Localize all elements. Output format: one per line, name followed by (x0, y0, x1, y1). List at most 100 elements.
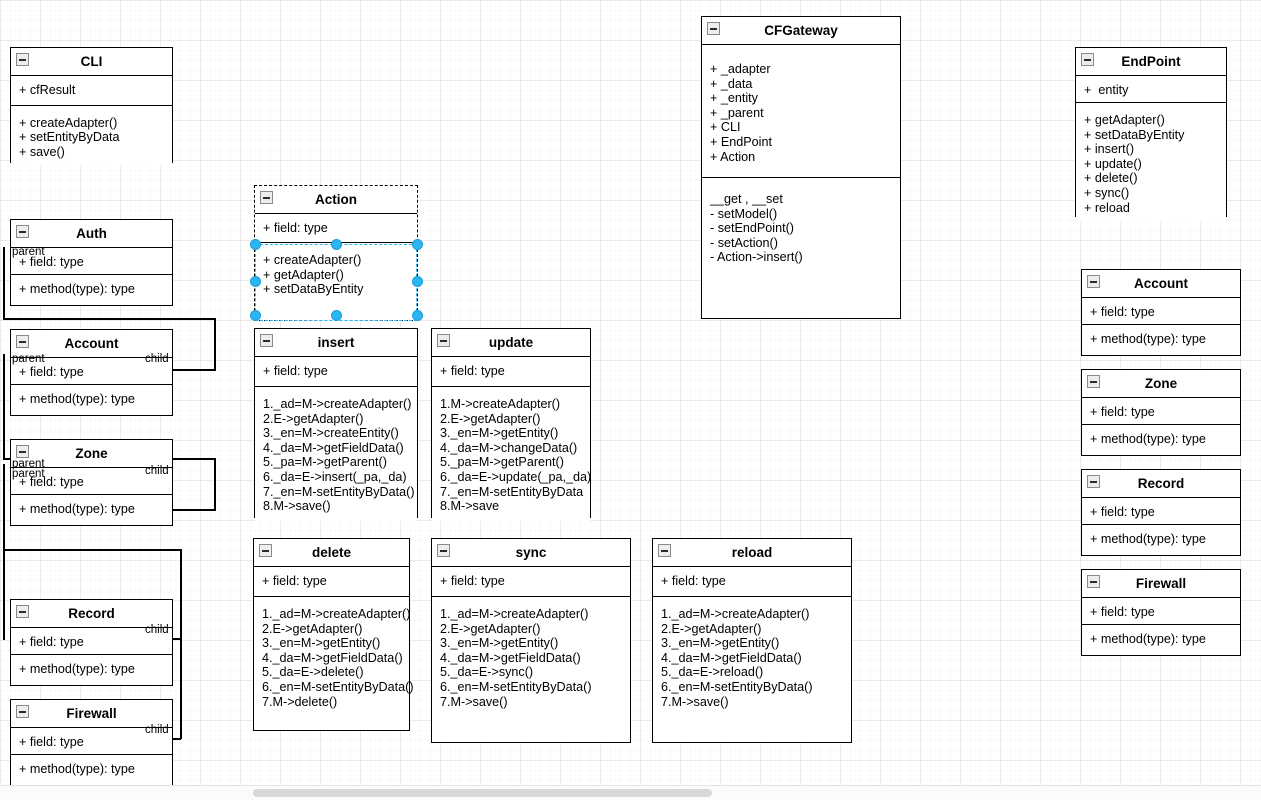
operations-compartment[interactable]: + method(type): type (1082, 325, 1240, 354)
class-title-row[interactable]: update (432, 329, 590, 357)
resize-handle-sw[interactable] (249, 309, 261, 321)
resize-handle-e[interactable] (411, 275, 423, 287)
operations-compartment[interactable]: 1._ad=M->createAdapter() 2.E->getAdapter… (432, 597, 630, 717)
operations-compartment[interactable]: 1.M->createAdapter() 2.E->getAdapter() 3… (432, 387, 591, 521)
connector-auth-left-v[interactable] (3, 247, 5, 319)
connector-bus-v[interactable] (180, 549, 182, 639)
minus-square-icon[interactable] (707, 22, 720, 35)
resize-handle-se[interactable] (411, 309, 423, 321)
minus-square-icon[interactable] (437, 544, 450, 557)
class-box-auth[interactable]: Auth + field: type + method(type): type (10, 219, 173, 306)
class-title-row[interactable]: insert (255, 329, 417, 357)
connector-bus-to-record-h[interactable] (3, 549, 181, 551)
class-box-zone-right[interactable]: Zone + field: type + method(type): type (1081, 369, 1241, 456)
class-title-row[interactable]: Account (11, 330, 172, 358)
minus-square-icon[interactable] (1081, 53, 1094, 66)
operations-compartment-selected[interactable]: + createAdapter() + getAdapter() + setDa… (255, 243, 417, 304)
class-box-update[interactable]: update + field: type 1.M->createAdapter(… (431, 328, 591, 521)
minus-square-icon[interactable] (16, 225, 29, 238)
minus-square-icon[interactable] (1087, 475, 1100, 488)
attributes-compartment[interactable]: + field: type (11, 628, 172, 655)
class-box-account-left[interactable]: Account + field: type + method(type): ty… (10, 329, 173, 416)
minus-square-icon[interactable] (437, 334, 450, 347)
attributes-compartment[interactable]: + field: type (1082, 498, 1240, 525)
class-title-row[interactable]: Record (1082, 470, 1240, 498)
class-box-insert[interactable]: insert + field: type 1._ad=M->createAdap… (254, 328, 418, 521)
operations-compartment[interactable]: + getAdapter() + setDataByEntity + inser… (1076, 103, 1226, 223)
minus-square-icon[interactable] (260, 334, 273, 347)
class-title-row[interactable]: Zone (11, 440, 172, 468)
minus-square-icon[interactable] (16, 445, 29, 458)
class-title-row[interactable]: reload (653, 539, 851, 567)
class-box-cfgateway[interactable]: CFGateway + _adapter + _data + _entity +… (701, 16, 901, 319)
class-title-row[interactable]: sync (432, 539, 630, 567)
operations-compartment[interactable]: 1._ad=M->createAdapter() 2.E->getAdapter… (254, 597, 414, 717)
operations-compartment[interactable]: 1._ad=M->createAdapter() 2.E->getAdapter… (255, 387, 417, 521)
attributes-compartment[interactable]: + field: type (653, 567, 851, 597)
class-title-row[interactable]: Auth (11, 220, 172, 248)
class-box-action[interactable]: Action + field: type + createAdapter() +… (254, 185, 418, 321)
minus-square-icon[interactable] (16, 705, 29, 718)
connector-account-child-h[interactable] (172, 369, 216, 371)
operations-compartment[interactable]: + method(type): type (11, 385, 172, 414)
minus-square-icon[interactable] (16, 335, 29, 348)
connector-account-child-v[interactable] (214, 318, 216, 370)
connector-zone-child-h[interactable] (172, 509, 216, 511)
class-box-zone-left[interactable]: Zone + field: type + method(type): type (10, 439, 173, 526)
class-box-record-right[interactable]: Record + field: type + method(type): typ… (1081, 469, 1241, 556)
attributes-compartment[interactable]: + field: type (1082, 598, 1240, 625)
operations-compartment[interactable]: + createAdapter() + setEntityByData + sa… (11, 105, 172, 167)
attributes-compartment[interactable]: + field: type (1082, 298, 1240, 325)
class-title-row[interactable]: Firewall (1082, 570, 1240, 598)
operations-compartment[interactable]: __get , __set - setModel() - setEndPoint… (702, 178, 900, 272)
class-title-row[interactable]: EndPoint (1076, 48, 1226, 76)
operations-compartment[interactable]: 1._ad=M->createAdapter() 2.E->getAdapter… (653, 597, 851, 717)
class-box-firewall-left[interactable]: Firewall + field: type + method(type): t… (10, 699, 173, 786)
connector-auth-to-account-h[interactable] (3, 318, 216, 320)
minus-square-icon[interactable] (1087, 575, 1100, 588)
operations-compartment[interactable]: + method(type): type (1082, 625, 1240, 654)
resize-handle-nw[interactable] (249, 238, 261, 250)
class-box-firewall-right[interactable]: Firewall + field: type + method(type): t… (1081, 569, 1241, 656)
connector-zone-left-v2[interactable] (3, 474, 5, 640)
connector-record-firewall-v[interactable] (180, 638, 182, 739)
attributes-compartment[interactable]: + field: type (11, 358, 172, 385)
operations-compartment[interactable]: + method(type): type (11, 655, 172, 684)
operations-compartment[interactable]: + method(type): type (11, 275, 172, 304)
class-box-delete[interactable]: delete + field: type 1._ad=M->createAdap… (253, 538, 414, 731)
minus-square-icon[interactable] (1087, 275, 1100, 288)
resize-handle-ne[interactable] (411, 238, 423, 250)
class-title-row[interactable]: Firewall (11, 700, 172, 728)
attributes-compartment[interactable]: + entity (1076, 76, 1226, 103)
operations-compartment[interactable]: + method(type): type (1082, 525, 1240, 554)
operations-compartment[interactable]: + method(type): type (11, 755, 172, 784)
attributes-compartment[interactable]: + _adapter + _data + _entity + _parent +… (702, 45, 900, 178)
minus-square-icon[interactable] (260, 191, 273, 204)
minus-square-icon[interactable] (259, 544, 272, 557)
attributes-compartment[interactable]: + field: type (432, 567, 630, 597)
connector-account-left-v[interactable] (3, 354, 5, 459)
minus-square-icon[interactable] (16, 605, 29, 618)
resize-handle-s[interactable] (330, 309, 342, 321)
attributes-compartment[interactable]: + field: type (11, 248, 172, 275)
attributes-compartment[interactable]: + field: type (255, 357, 417, 387)
attributes-compartment[interactable]: + field: type (1082, 398, 1240, 425)
class-title-row[interactable]: Record (11, 600, 172, 628)
attributes-compartment[interactable]: + field: type (432, 357, 590, 387)
class-box-sync[interactable]: sync + field: type 1._ad=M->createAdapte… (431, 538, 631, 743)
connector-zone-left-v[interactable] (3, 464, 5, 476)
connector-zone-child-v[interactable] (214, 458, 216, 510)
resize-handle-n[interactable] (330, 238, 342, 250)
class-title-row[interactable]: Action (255, 186, 417, 214)
class-title-row[interactable]: CLI (11, 48, 172, 76)
attributes-compartment[interactable]: + field: type (11, 468, 172, 495)
minus-square-icon[interactable] (658, 544, 671, 557)
horizontal-scrollbar-thumb[interactable] (253, 789, 712, 797)
class-title-row[interactable]: Zone (1082, 370, 1240, 398)
attributes-compartment[interactable]: + field: type (254, 567, 409, 597)
operations-compartment[interactable]: + method(type): type (11, 495, 172, 524)
resize-handle-w[interactable] (249, 275, 261, 287)
attributes-compartment[interactable]: + field: type (11, 728, 172, 755)
class-title-row[interactable]: Account (1082, 270, 1240, 298)
